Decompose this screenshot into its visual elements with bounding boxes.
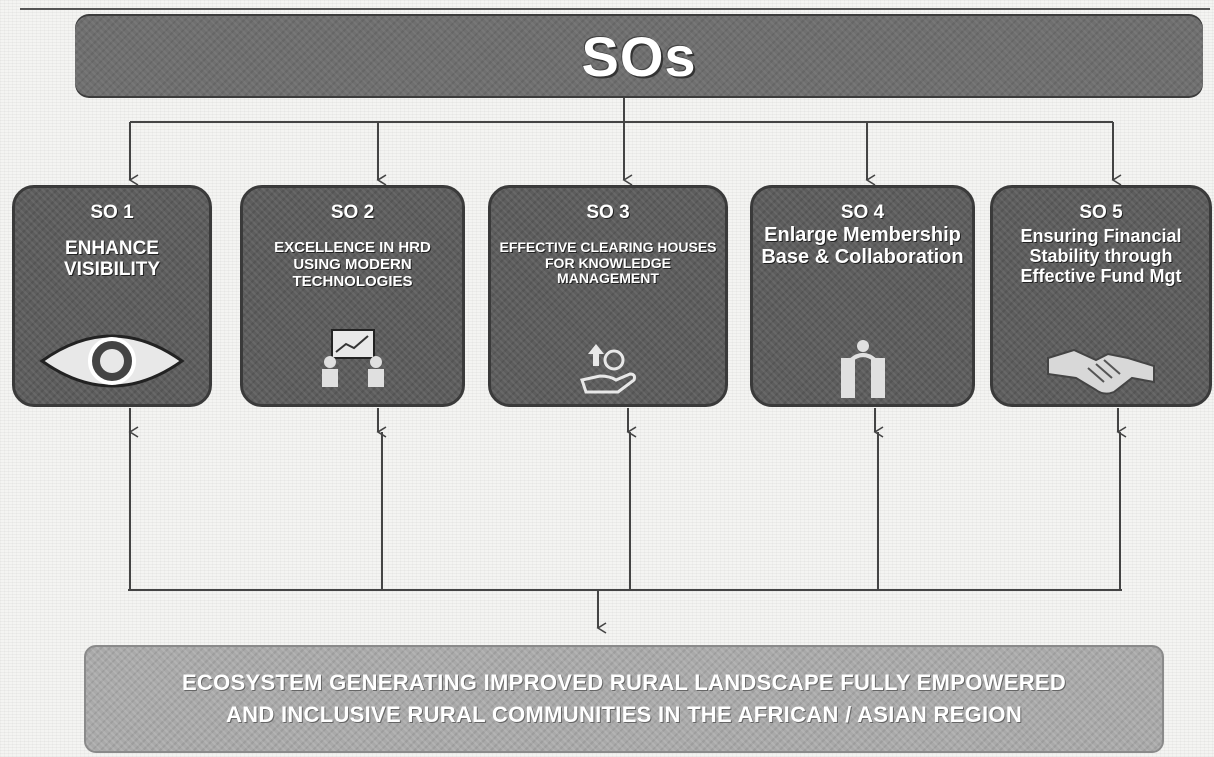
- eye-icon: [39, 334, 185, 388]
- outcome-line-1: ECOSYSTEM GENERATING IMPROVED RURAL LAND…: [181, 670, 1067, 696]
- outcome-box: ECOSYSTEM GENERATING IMPROVED RURAL LAND…: [84, 645, 1164, 753]
- knowledge-hand-icon: [580, 344, 636, 394]
- presentation-icon: [321, 329, 384, 387]
- top-rule: [20, 8, 1210, 10]
- people-icon: [840, 340, 885, 398]
- header-title: SOs: [581, 24, 697, 88]
- sos-header: SOs: [75, 14, 1203, 98]
- so4-number: SO 4: [840, 202, 885, 223]
- so3-number: SO 3: [586, 202, 630, 223]
- so3-text: EFFECTIVE CLEARING HOUSES FOR KNOWLEDGE …: [499, 239, 717, 287]
- so2-text: EXCELLENCE IN HRD USING MODERN TECHNOLOG…: [274, 239, 431, 290]
- outcome-line-2: AND INCLUSIVE RURAL COMMUNITIES IN THE A…: [225, 702, 1023, 727]
- so4-text: Enlarge Membership Base & Collaboration: [761, 224, 964, 269]
- so2-card: SO 2 EXCELLENCE IN HRD USING MODERN TECH…: [240, 185, 465, 407]
- so5-number: SO 5: [1079, 202, 1123, 223]
- so4-card: SO 4 Enlarge Membership Base & Collabora…: [750, 185, 975, 407]
- so1-text: ENHANCE VISIBILITY: [63, 238, 161, 281]
- so1-card: SO 1 ENHANCE VISIBILITY: [12, 185, 212, 407]
- so5-card: SO 5 Ensuring Financial Stability throug…: [990, 185, 1212, 407]
- so5-text: Ensuring Financial Stability through Eff…: [1020, 226, 1182, 287]
- so2-number: SO 2: [330, 202, 375, 223]
- handshake-icon: [1047, 348, 1155, 395]
- so1-number: SO 1: [90, 202, 134, 223]
- so3-card: SO 3 EFFECTIVE CLEARING HOUSES FOR KNOWL…: [488, 185, 728, 407]
